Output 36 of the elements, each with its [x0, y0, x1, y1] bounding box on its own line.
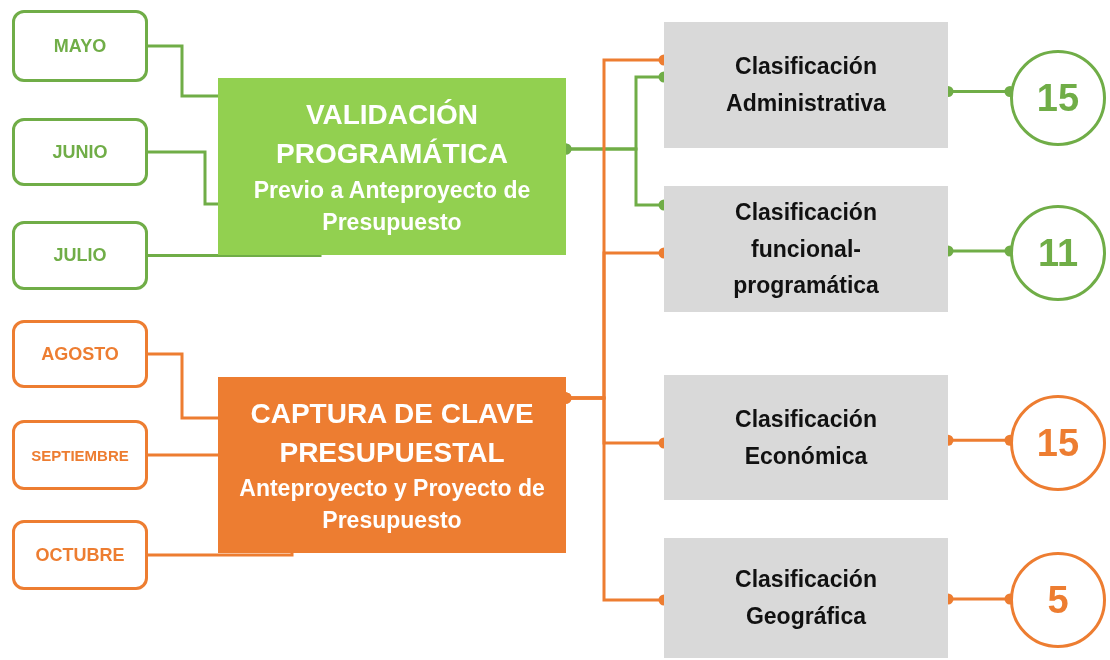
- month-box: [12, 10, 148, 82]
- stage-box: [218, 78, 566, 255]
- classification-label: Clasificación Administrativa: [725, 52, 887, 118]
- classification-label: Clasificación Económica: [734, 404, 878, 471]
- month-box: [12, 520, 148, 590]
- month-label: SEPTIEMBRE: [31, 446, 129, 464]
- month-box: [12, 420, 148, 490]
- stage-subtitle: Anteproyecto y Proyecto de Presupuesto: [238, 474, 546, 536]
- stage-title: CAPTURA DE CLAVE PRESUPUESTAL: [249, 396, 535, 470]
- connector-line: [148, 253, 322, 257]
- connector-line: [148, 44, 218, 98]
- month-label: JUNIO: [52, 141, 108, 163]
- month-label: OCTUBRE: [35, 544, 125, 566]
- connector-line: [148, 552, 294, 557]
- stage-title: VALIDACIÓN PROGRAMÁTICA: [275, 98, 509, 172]
- connector-line: [148, 150, 218, 206]
- stage-box: [218, 377, 566, 553]
- connector-line: [148, 453, 218, 457]
- count-number: 15: [1036, 421, 1080, 465]
- connector-line: [148, 352, 218, 420]
- month-box: [12, 118, 148, 186]
- month-box: [12, 320, 148, 388]
- stage-subtitle: Previo a Anteproyecto de Presupuesto: [252, 175, 532, 237]
- classification-box: [664, 538, 948, 658]
- count-number: 11: [1037, 231, 1079, 275]
- month-label: JULIO: [53, 245, 107, 266]
- count-number: 15: [1036, 76, 1080, 120]
- month-label: MAYO: [53, 35, 107, 57]
- classification-box: [664, 22, 948, 148]
- month-box: [12, 221, 148, 290]
- classification-label: Clasificación Geográfica: [734, 565, 878, 631]
- classification-box: [664, 186, 948, 312]
- month-label: AGOSTO: [41, 343, 119, 365]
- count-number: 5: [1047, 578, 1069, 622]
- classification-box: [664, 375, 948, 500]
- classification-label: Clasificación funcional-programática: [732, 197, 880, 301]
